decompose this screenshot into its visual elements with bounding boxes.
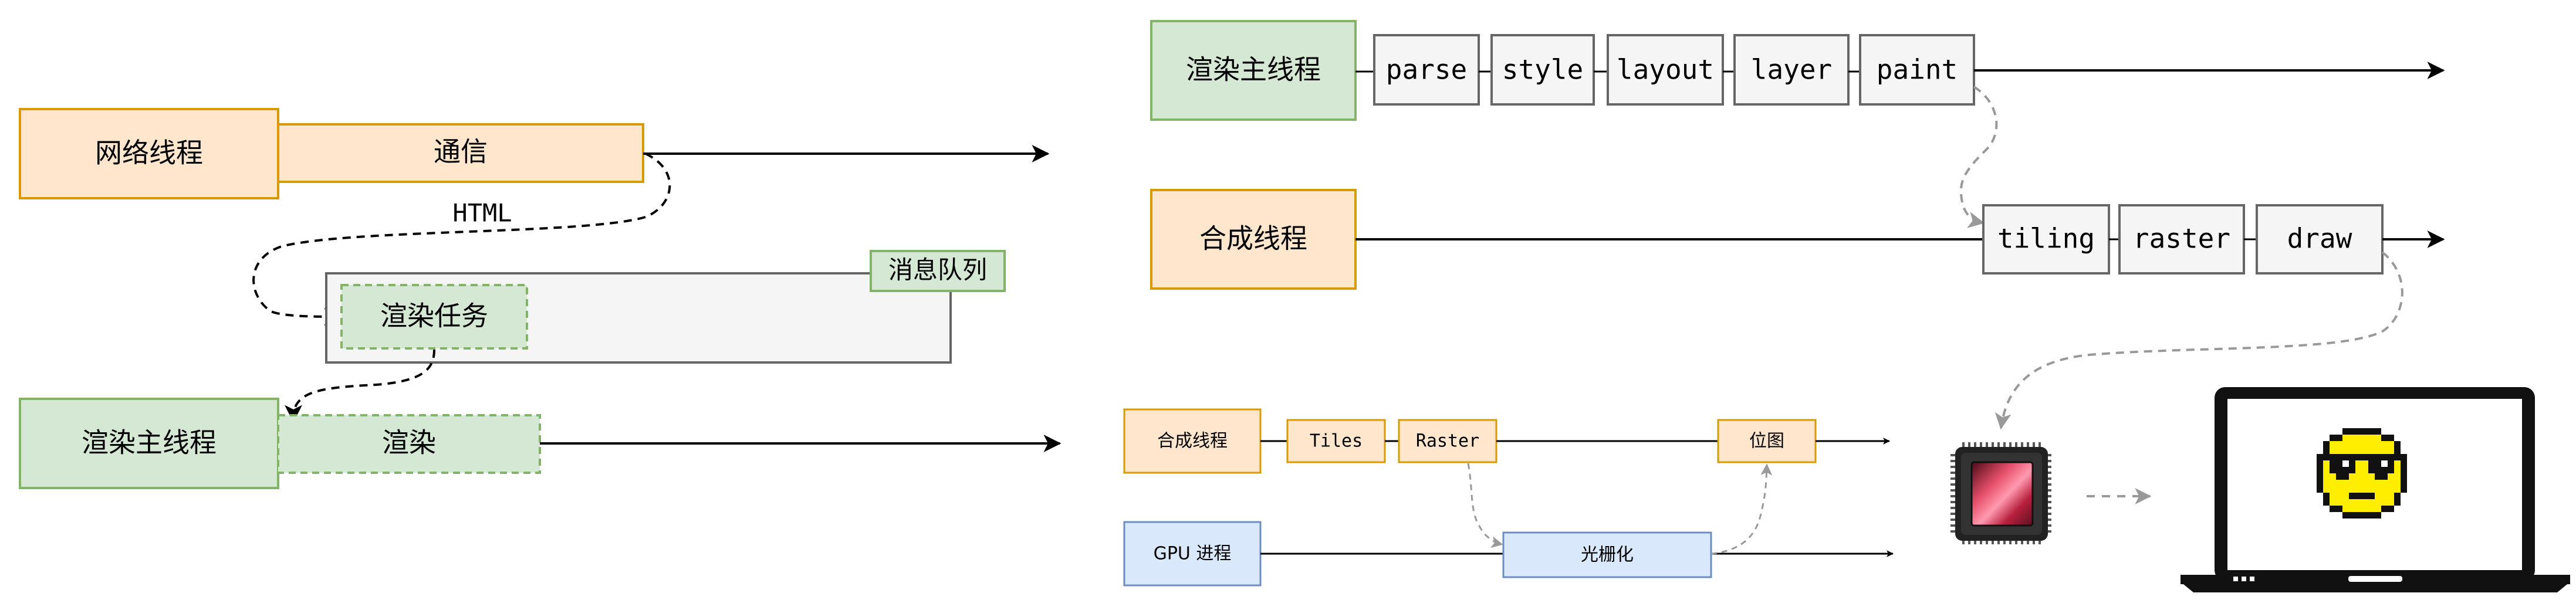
rasterize-box: 光栅化 bbox=[1502, 531, 1712, 578]
step-raster bbox=[2118, 204, 2245, 274]
render-label: 渲染 bbox=[382, 427, 436, 459]
render-task-dispatch-arrow bbox=[285, 349, 435, 423]
top-render-main-thread-box: 渲染主线程 bbox=[1150, 20, 1357, 121]
bitmap-box: 位图 bbox=[1717, 419, 1817, 463]
top-right-section: 渲染主线程 parse style layout layer paint 合成线… bbox=[1150, 20, 2445, 430]
step-paint-label: paint bbox=[1877, 54, 1958, 86]
raster-box: Raster bbox=[1398, 419, 1497, 463]
message-queue-label: 消息队列 bbox=[888, 256, 987, 284]
gpu-process-label: GPU 进程 bbox=[1154, 544, 1232, 564]
bottom-section: 合成线程 Tiles Raster 位图 GPU 进程 光栅化 bbox=[1123, 408, 1894, 587]
draw-to-gpu-arrow bbox=[1994, 251, 2403, 430]
top-compositor-thread-box: 合成线程 bbox=[1150, 189, 1357, 290]
bottom-compositor-thread-box: 合成线程 bbox=[1123, 408, 1262, 474]
render-main-thread-box: 渲染主线程 bbox=[19, 398, 279, 489]
html-label: HTML bbox=[452, 199, 512, 228]
step-layout bbox=[1607, 34, 1724, 106]
step-parse-label: parse bbox=[1386, 54, 1467, 86]
network-thread-label: 网络线程 bbox=[95, 137, 203, 169]
compositor-steps: tiling raster draw bbox=[1982, 204, 2384, 274]
rasterize-label: 光栅化 bbox=[1581, 545, 1634, 565]
step-draw-label: draw bbox=[2287, 223, 2352, 255]
rasterize-to-bitmap-arrow bbox=[1710, 463, 1773, 555]
left-section: 网络线程 通信 HTML 消息队列 渲染任务 渲染主线程 渲染 bbox=[19, 108, 1061, 489]
top-compositor-thread-label: 合成线程 bbox=[1199, 223, 1307, 255]
tiles-label: Tiles bbox=[1310, 431, 1363, 452]
step-raster-label: raster bbox=[2133, 223, 2230, 255]
paint-to-tiling-arrow bbox=[1959, 86, 1998, 228]
step-tiling bbox=[1982, 204, 2110, 274]
step-parse bbox=[1373, 34, 1480, 106]
comm-label: 通信 bbox=[434, 136, 488, 168]
step-tiling-label: tiling bbox=[1997, 223, 2095, 255]
gpu-chip-icon bbox=[1950, 442, 2051, 544]
html-message-arrow bbox=[252, 152, 671, 326]
step-style bbox=[1490, 34, 1595, 106]
tiles-box: Tiles bbox=[1286, 419, 1386, 463]
render-box: 渲染 bbox=[277, 414, 541, 474]
comm-box: 通信 bbox=[277, 123, 644, 183]
raster-to-gpu-arrow bbox=[1467, 463, 1503, 548]
main-steps: parse style layout layer paint bbox=[1355, 34, 1975, 106]
render-task-label: 渲染任务 bbox=[380, 300, 488, 332]
bottom-compositor-thread-label: 合成线程 bbox=[1157, 431, 1228, 452]
raster-label: Raster bbox=[1416, 431, 1479, 452]
step-layer-label: layer bbox=[1751, 54, 1832, 86]
step-layer bbox=[1733, 34, 1850, 106]
step-style-label: style bbox=[1502, 54, 1583, 86]
step-layout-label: layout bbox=[1617, 54, 1714, 86]
render-task-box: 渲染任务 bbox=[340, 284, 528, 350]
render-main-thread-label: 渲染主线程 bbox=[82, 427, 217, 459]
network-thread-box: 网络线程 bbox=[19, 108, 279, 199]
gpu-process-box: GPU 进程 bbox=[1123, 521, 1262, 587]
top-render-main-thread-label: 渲染主线程 bbox=[1186, 54, 1321, 86]
sunglasses-smiley-icon bbox=[2317, 428, 2407, 518]
bitmap-label: 位图 bbox=[1749, 431, 1784, 452]
step-draw bbox=[2256, 204, 2384, 274]
